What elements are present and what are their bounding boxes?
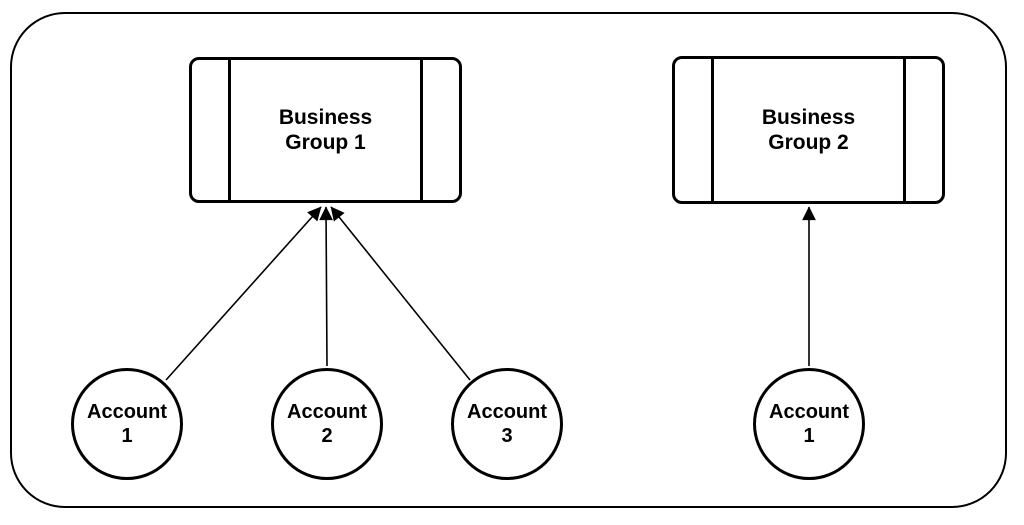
- node-account-1-group-2: Account 1: [753, 368, 865, 480]
- account-1-label: Account 1: [87, 401, 167, 447]
- node-business-group-2: Business Group 2: [672, 56, 945, 204]
- node-account-3: Account 3: [451, 368, 563, 480]
- edge-account-1-to-business-group-1: [165, 206, 322, 381]
- edge-account-3-to-business-group-1: [330, 206, 471, 381]
- left-bar: [711, 59, 714, 201]
- node-business-group-1: Business Group 1: [189, 57, 462, 203]
- node-account-1: Account 1: [71, 368, 183, 480]
- left-bar: [228, 60, 231, 200]
- account-2-label: Account 2: [287, 401, 367, 447]
- right-bar: [903, 59, 906, 201]
- right-bar: [420, 60, 423, 200]
- node-account-2: Account 2: [271, 368, 383, 480]
- edge-account-2-to-business-group-1: [319, 206, 333, 367]
- account-3-label: Account 3: [467, 401, 547, 447]
- business-group-1-label: Business Group 1: [278, 106, 373, 154]
- business-group-2-label: Business Group 2: [761, 106, 856, 154]
- account-1-group-2-label: Account 1: [769, 401, 849, 447]
- boundary-box: [10, 12, 1007, 508]
